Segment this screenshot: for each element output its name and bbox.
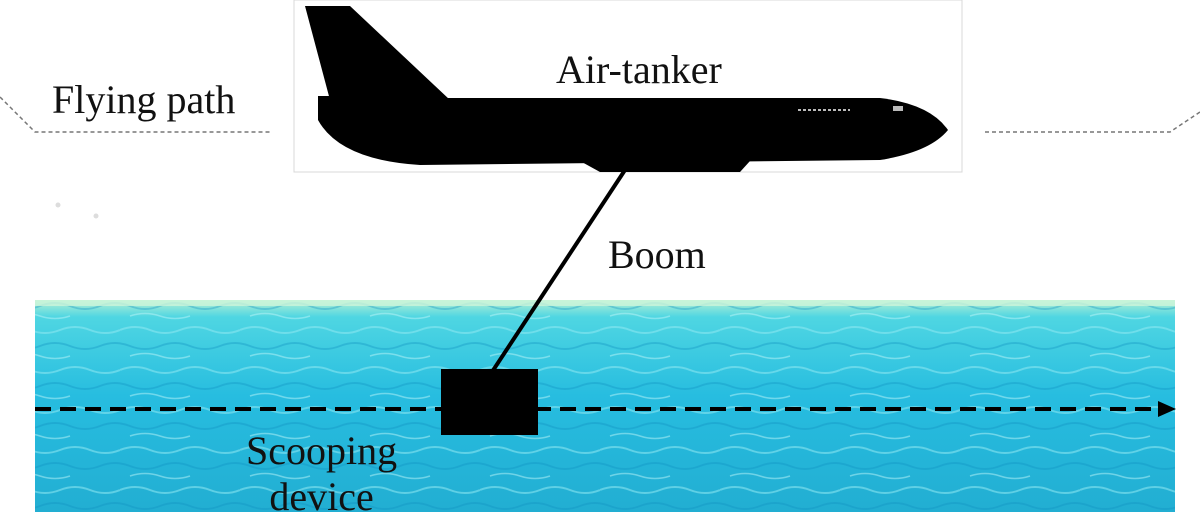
air-tanker-label: Air-tanker (556, 47, 722, 92)
window-row (798, 106, 903, 111)
scooping-device-label: Scooping device (246, 428, 397, 520)
boom-label: Boom (608, 232, 706, 277)
boom-line (488, 168, 627, 377)
water-path-arrow (35, 401, 1176, 417)
flying-path-line (0, 96, 1200, 133)
decor-dot (93, 213, 99, 219)
scooping-device-label-line2: device (269, 474, 374, 519)
scooping-device-label-line1: Scooping (246, 428, 398, 473)
scooping-device (441, 369, 538, 435)
flying-path-label: Flying path (52, 77, 236, 122)
air-tanker-silhouette (305, 6, 948, 172)
decor-dot (55, 202, 61, 208)
water-body (35, 300, 1175, 512)
